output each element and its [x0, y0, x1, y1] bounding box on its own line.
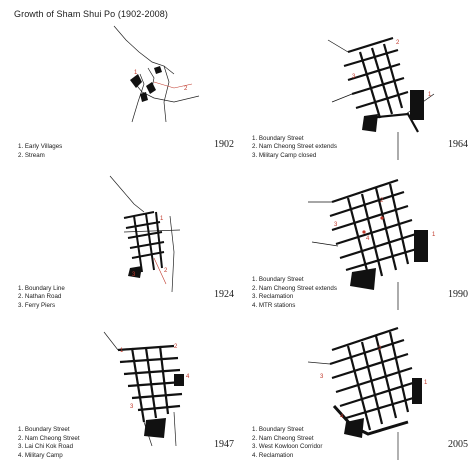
legend-item: 2. Nam Cheong Street: [18, 434, 80, 442]
legend-item: 2. Stream: [18, 151, 45, 159]
marker-1: 1: [424, 380, 428, 386]
legend-1990: 1. Boundary Street 2. Nam Cheong Street …: [252, 276, 337, 310]
legend-item: 4. MTR stations: [252, 301, 296, 309]
legend-1924: 1. Boundary Line 2. Nathan Road 3. Ferry…: [18, 285, 65, 310]
map-1990: [308, 178, 428, 310]
marker-3: 3: [320, 374, 324, 380]
figure-title: Growth of Sham Shui Po (1902-2008): [14, 9, 168, 19]
year-label: 1924: [214, 289, 234, 300]
legend-2005: 1. Boundary Street 2. Nam Cheong Street …: [252, 426, 322, 460]
map-1947: [103, 331, 184, 447]
legend-item: 2. Nathan Road: [18, 293, 62, 301]
panel-1990: 1 2 3 4 1. Boundary Street 2. Nam Cheong…: [248, 172, 474, 312]
year-label: 1964: [448, 139, 468, 150]
year-label: 1902: [214, 139, 234, 150]
legend-item: 1. Boundary Line: [18, 284, 65, 292]
year-label: 1990: [448, 289, 468, 300]
marker-4: 4: [186, 374, 190, 380]
map-1924: [109, 175, 181, 293]
legend-item: 4. Reclamation: [252, 451, 294, 459]
legend-1947: 1. Boundary Street 2. Nam Cheong Street …: [18, 426, 80, 460]
panel-1924: 1 2 3 1. Boundary Line 2. Nathan Road 3.…: [14, 172, 240, 312]
marker-3: 3: [352, 74, 356, 80]
panel-2005: 1 2 3 4 1. Boundary Street 2. Nam Cheong…: [248, 322, 474, 462]
map-1964: [327, 36, 435, 160]
legend-item: 1. Early Villages: [18, 143, 63, 151]
year-label: 2005: [448, 439, 468, 450]
legend-item: 3. Military Camp closed: [252, 151, 317, 159]
marker-1: 1: [428, 92, 432, 98]
legend-item: 2. Nam Cheong Street: [252, 434, 314, 442]
marker-1: 1: [432, 232, 436, 238]
legend-item: 2. Nam Cheong Street extends: [252, 143, 337, 151]
legend-item: 1. Boundary Street: [252, 134, 304, 142]
legend-item: 1. Boundary Street: [252, 276, 304, 284]
marker-2: 2: [380, 198, 384, 204]
marker-4: 4: [340, 414, 344, 420]
marker-1: 1: [120, 348, 124, 354]
marker-2: 2: [184, 86, 188, 92]
marker-4: 4: [366, 236, 370, 242]
legend-item: 1. Boundary Street: [18, 426, 70, 434]
panel-1947: 1 2 3 4 1. Boundary Street 2. Nam Cheong…: [14, 322, 240, 462]
marker-3: 3: [130, 404, 134, 410]
legend-item: 3. Reclamation: [252, 293, 294, 301]
legend-item: 3. Lai Chi Kok Road: [18, 443, 74, 451]
legend-item: 4. Military Camp: [18, 451, 63, 459]
legend-item: 2. Nam Cheong Street extends: [252, 284, 337, 292]
marker-3: 3: [132, 272, 136, 278]
marker-3: 3: [334, 222, 338, 228]
panel-1902: 1 2 1. Early Villages 2. Stream 1902: [14, 22, 240, 162]
legend-1902: 1. Early Villages 2. Stream: [18, 143, 62, 160]
panel-1964: 1 2 3 1. Boundary Street 2. Nam Cheong S…: [248, 22, 474, 162]
map-1902: [113, 25, 200, 123]
marker-1: 1: [160, 216, 164, 222]
legend-item: 3. Ferry Piers: [18, 301, 56, 309]
legend-1964: 1. Boundary Street 2. Nam Cheong Street …: [252, 135, 337, 160]
map-2005: [307, 326, 422, 460]
marker-2: 2: [164, 268, 168, 274]
marker-2: 2: [378, 346, 382, 352]
year-label: 1947: [214, 439, 234, 450]
legend-item: 3. West Kowloon Corridor: [252, 443, 323, 451]
legend-item: 1. Boundary Street: [252, 426, 304, 434]
marker-2: 2: [396, 40, 400, 46]
marker-2: 2: [174, 344, 178, 350]
marker-1: 1: [134, 70, 138, 76]
